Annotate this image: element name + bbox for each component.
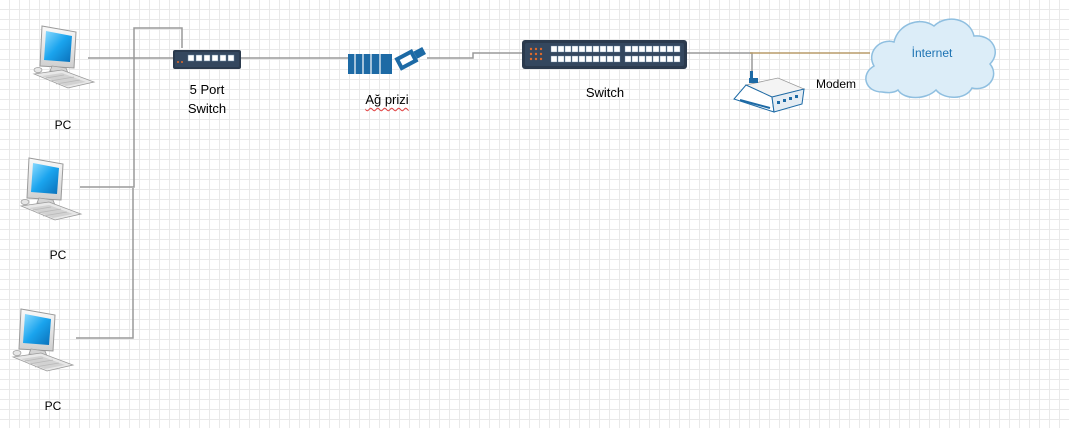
internet-cloud-icon[interactable] bbox=[865, 18, 996, 99]
five-port-switch-label-line2: Switch bbox=[187, 101, 227, 116]
pc-2-label: PC bbox=[49, 248, 67, 262]
switch-icon[interactable] bbox=[522, 40, 687, 69]
internet-label: İnternet bbox=[911, 46, 953, 60]
five-port-switch-label: 5 Port Switch bbox=[177, 80, 237, 118]
network-outlet-label: Ağ prizi bbox=[352, 90, 422, 109]
pc-3-icon[interactable] bbox=[12, 308, 74, 372]
link-outlet-to-switch bbox=[427, 52, 523, 59]
connection-lines bbox=[76, 27, 870, 339]
link-pc3-to-5port-switch bbox=[76, 188, 134, 339]
five-port-switch-label-line1: 5 Port bbox=[189, 82, 225, 97]
link-pc2-to-5port-switch bbox=[80, 27, 183, 188]
pc-3-label: PC bbox=[44, 399, 62, 413]
pc-1-icon[interactable] bbox=[33, 25, 95, 89]
network-outlet-icon[interactable] bbox=[348, 44, 427, 74]
modem-icon[interactable] bbox=[733, 71, 806, 113]
modem-label: Modem bbox=[816, 77, 857, 91]
switch-label: Switch bbox=[585, 85, 625, 100]
five-port-switch-icon[interactable] bbox=[173, 50, 241, 69]
link-switch-to-modem bbox=[687, 52, 753, 76]
pc-1-label: PC bbox=[54, 118, 72, 132]
network-outlet-label-text: Ağ prizi bbox=[365, 92, 409, 107]
pc-2-icon[interactable] bbox=[20, 157, 82, 221]
